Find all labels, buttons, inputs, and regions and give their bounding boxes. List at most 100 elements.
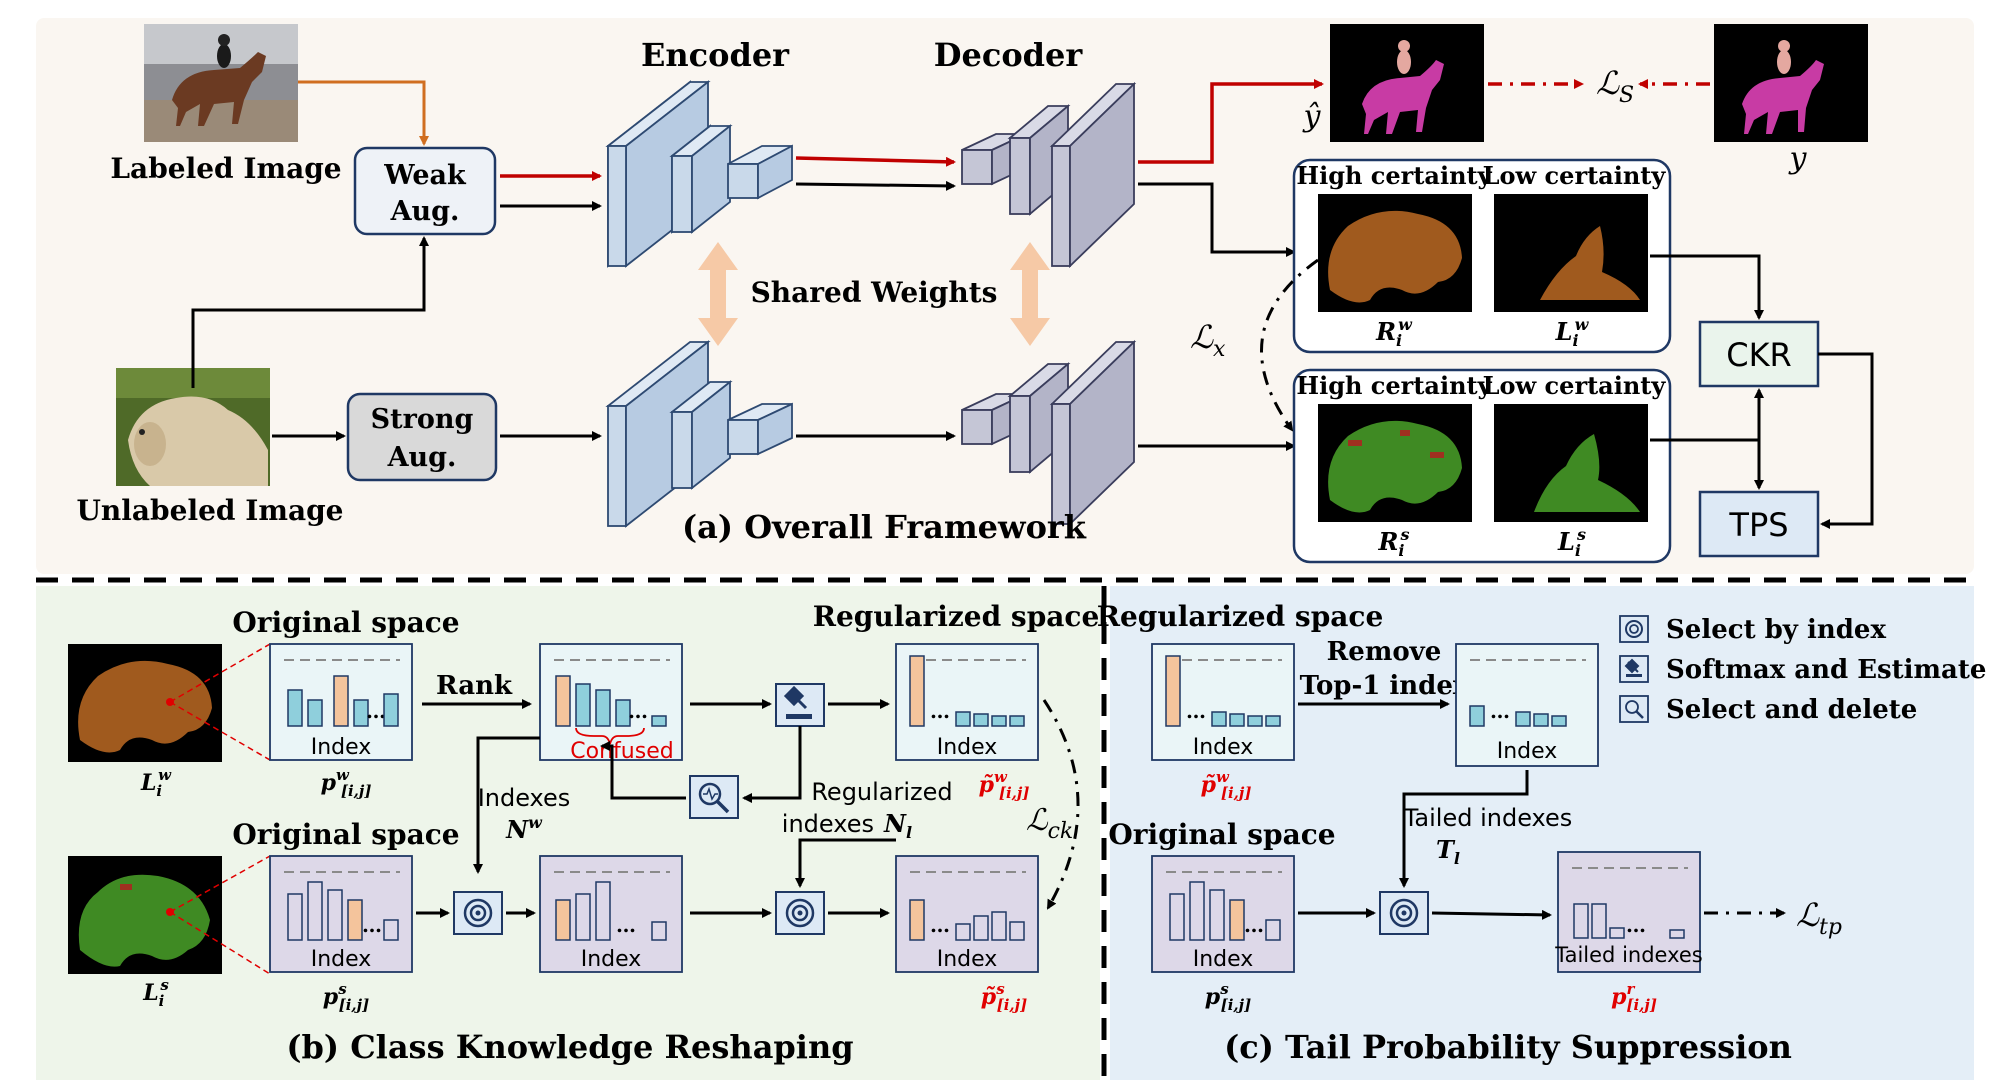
hist-original-s-index: Index xyxy=(311,947,372,972)
hist-regularized-w-index: Index xyxy=(937,735,998,760)
rank-label: Rank xyxy=(436,671,513,701)
decoder-title: Decoder xyxy=(934,36,1084,74)
hist-selected-s: … xyxy=(539,855,683,973)
svg-text:…: … xyxy=(362,913,382,937)
labeled-image-label: Labeled Image xyxy=(110,152,341,185)
svg-text:…: … xyxy=(366,699,386,723)
svg-text:…: … xyxy=(1490,699,1510,723)
zoom-line-s-top xyxy=(169,855,271,913)
legend-select-icon xyxy=(1619,615,1649,643)
legend-softmax-icon xyxy=(1619,655,1649,683)
arrow-decoder-prediction xyxy=(1138,79,1324,164)
hist-regularized-s: … xyxy=(895,855,1039,973)
remove-label-2: Top-1 index xyxy=(1300,671,1469,701)
hist-original-w-index: Index xyxy=(311,735,372,760)
tailed-indexes-label: Tailed indexes xyxy=(1403,804,1573,832)
weak-aug-line1: Weak xyxy=(383,160,467,191)
l-s-label: Lis xyxy=(1557,525,1586,560)
panel-b-original-space-top: Original space xyxy=(232,606,459,639)
panel-b-caption: (b) Class Knowledge Reshaping xyxy=(286,1028,853,1066)
svg-text:…: … xyxy=(930,699,950,723)
arrow-select-to-tailed xyxy=(1431,909,1552,920)
t-l-label: Tl xyxy=(1436,835,1460,868)
arrow-select-to-ranked xyxy=(600,741,686,800)
unlabeled-image-label: Unlabeled Image xyxy=(77,494,344,527)
indexes-label: Indexes xyxy=(478,784,571,812)
panel-a-background xyxy=(36,18,1974,574)
panel-c-hist-original: … xyxy=(1151,855,1295,973)
panel-c-p-tilde-w: p̃w[i,j] xyxy=(1201,768,1252,802)
arrow-lw-to-ckr xyxy=(1650,254,1764,320)
weak-high-certainty-label: High certainty xyxy=(1296,161,1492,190)
legend-select-delete: Select and delete xyxy=(1666,695,1917,725)
hist-ranked-w: … xyxy=(539,643,683,761)
loss-ck-arc xyxy=(1042,699,1080,910)
arrow-encoder-decoder-black xyxy=(795,180,956,191)
loss-ck-label: ℒck xyxy=(1026,803,1073,844)
p-s-label: ps[i,j] xyxy=(323,980,369,1014)
prediction-image xyxy=(1330,24,1484,142)
panel-b-regularized-space: Regularized space xyxy=(813,600,1100,633)
decoder-bottom xyxy=(961,339,1137,527)
panel-c-hist-regularized-index: Index xyxy=(1193,735,1254,760)
svg-text:…: … xyxy=(628,699,648,723)
encoder-top xyxy=(605,80,793,268)
panel-b-ls-image xyxy=(68,856,222,974)
panel-c-original-space: Original space xyxy=(1108,818,1335,851)
panel-b-ls-label: Lis xyxy=(142,976,169,1010)
panel-a-caption: (a) Overall Framework xyxy=(682,508,1087,546)
legend-select-by-index: Select by index xyxy=(1666,615,1886,645)
labeled-image xyxy=(144,24,298,142)
l-w-label: Liw xyxy=(1555,315,1590,350)
p-tilde-w-label: p̃w[i,j] xyxy=(979,768,1030,802)
panel-c-tailed-box-label: Tailed indexes xyxy=(1554,943,1702,967)
encoder-bottom xyxy=(605,340,793,528)
panel-c-regularized-space: Regularized space xyxy=(1097,600,1384,633)
y-label: y xyxy=(1788,141,1808,176)
softmax-estimate-icon xyxy=(775,683,825,727)
arrow-unlabeled-to-weak xyxy=(191,236,429,388)
remove-label-1: Remove xyxy=(1327,637,1442,667)
y-hat-label: ŷ xyxy=(1302,99,1322,134)
weak-aug-line2: Aug. xyxy=(390,196,460,227)
p-w-label: pw[i,j] xyxy=(321,766,372,800)
strong-high-certainty-label: High certainty xyxy=(1296,371,1492,400)
regularized-indexes-label2: indexes xyxy=(782,810,874,838)
select-delete-icon xyxy=(689,775,739,819)
loss-s-label: ℒS xyxy=(1596,64,1634,108)
svg-text:…: … xyxy=(930,913,950,937)
ckr-label: CKR xyxy=(1726,336,1792,374)
tps-label: TPS xyxy=(1728,506,1788,544)
strong-low-certainty-label: Low certainty xyxy=(1483,371,1667,400)
legend-select-delete-icon xyxy=(1619,695,1649,723)
panel-b-original-space-bottom: Original space xyxy=(232,818,459,851)
arrow-tailed-indexes xyxy=(1399,770,1529,888)
arrow-softmax-to-select xyxy=(742,726,802,803)
arrow-indexes-nw xyxy=(473,736,540,874)
shared-weights-arrows xyxy=(698,242,1050,346)
weak-low-certainty-label: Low certainty xyxy=(1483,161,1667,190)
arrow-decoder-weak-maps xyxy=(1138,182,1296,257)
p-tilde-s-label: p̃s[i,j] xyxy=(981,980,1027,1014)
svg-text:…: … xyxy=(1626,913,1646,937)
svg-text:…: … xyxy=(616,913,636,937)
tps-box xyxy=(1698,490,1820,558)
legend-softmax-estimate: Softmax and Estimate xyxy=(1666,655,1986,685)
loss-x-arc xyxy=(1260,258,1319,432)
panel-c-hist-original-index: Index xyxy=(1193,947,1254,972)
weak-high-certainty-map xyxy=(1318,194,1472,312)
svg-text:…: … xyxy=(1186,699,1206,723)
panel-c-hist-removed: … xyxy=(1455,643,1599,767)
select-by-index-icon-b2 xyxy=(775,891,825,935)
confused-label: Confused xyxy=(570,739,673,764)
hist-regularized-s-index: Index xyxy=(937,947,998,972)
r-s-label: Ris xyxy=(1377,525,1409,560)
n-l-label: Nl xyxy=(883,809,912,842)
panel-b-lw-image xyxy=(68,644,222,762)
hist-regularized-w: … xyxy=(895,643,1039,761)
decoder-top xyxy=(961,81,1137,269)
loss-tp-label: ℒtp xyxy=(1796,896,1842,940)
strong-aug-line2: Aug. xyxy=(387,442,457,473)
ground-truth-image xyxy=(1714,24,1868,142)
encoder-title: Encoder xyxy=(641,36,790,74)
